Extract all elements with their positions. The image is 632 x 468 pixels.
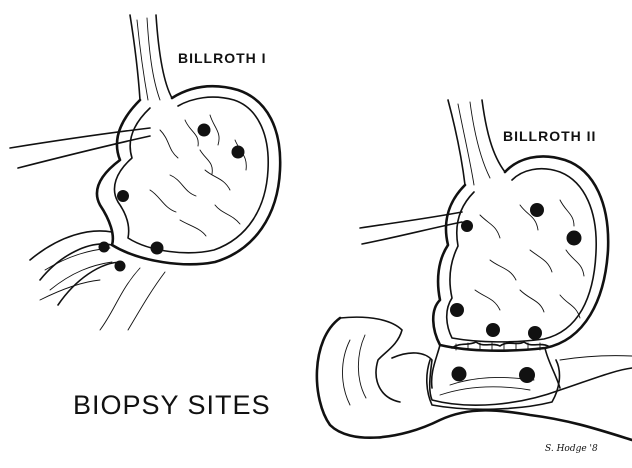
billroth-2-biopsy-site <box>530 203 544 217</box>
billroth-2-stomach-wall <box>433 156 608 350</box>
billroth-2-biopsy-site <box>450 303 464 317</box>
billroth-2-biopsy-site <box>461 220 473 232</box>
artist-signature: S. Hodge '8 <box>545 444 598 454</box>
billroth-1-biopsy-site <box>115 261 126 272</box>
caption-biopsy-sites: BIOPSY SITES <box>73 390 271 420</box>
billroth-1-biopsy-site <box>232 146 245 159</box>
billroth-1-duodenum <box>40 244 122 305</box>
billroth-2-esophagus <box>448 100 465 185</box>
billroth-2-label: BILLROTH II <box>503 128 596 144</box>
billroth-1-biopsy-site <box>151 242 164 255</box>
billroth-1-biopsy-site <box>99 242 110 253</box>
billroth-1-biopsy-site <box>117 190 129 202</box>
billroth-2-biopsy-site <box>528 326 542 340</box>
billroth-2-biopsy-site <box>452 367 467 382</box>
billroth-2-biopsy-site <box>519 367 535 383</box>
billroth-2-biopsy-site <box>486 323 500 337</box>
billroth-1-label: BILLROTH I <box>178 50 267 66</box>
billroth-1-retractor <box>10 128 150 148</box>
billroth-2-biopsy-site <box>567 231 582 246</box>
billroth-2-illustration <box>317 100 632 440</box>
billroth-1-biopsy-site <box>198 124 211 137</box>
billroth-1-esophagus <box>130 15 140 100</box>
